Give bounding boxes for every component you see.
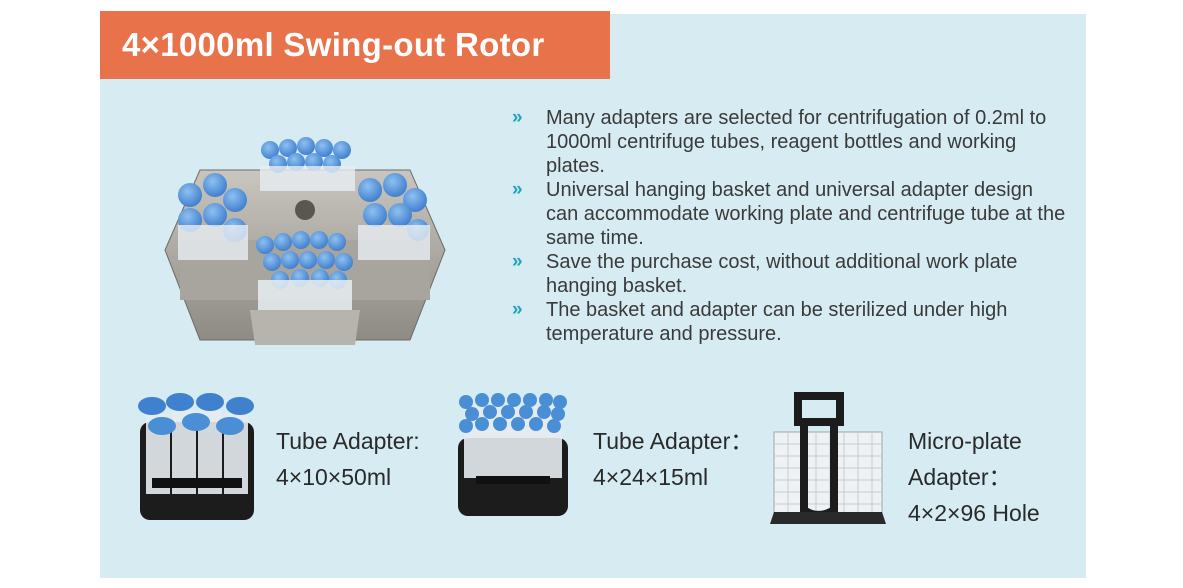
- feature-item: » Many adapters are selected for centrif…: [510, 106, 1070, 178]
- adapter-label-15ml: Tube Adapter： 4×24×15ml: [593, 423, 753, 495]
- adapter-name-line1: Micro-plate: [908, 428, 1022, 454]
- adapter-label-microplate: Micro-plate Adapter： 4×2×96 Hole: [908, 423, 1040, 531]
- adapter-spec: 4×24×15ml: [593, 464, 709, 490]
- adapter-spec: 4×10×50ml: [276, 464, 392, 490]
- tube-adapter-15ml-image: [458, 393, 568, 516]
- feature-text: Save the purchase cost, without addition…: [546, 251, 1018, 297]
- adapter-label-50ml: Tube Adapter: 4×10×50ml: [276, 423, 420, 495]
- tube-adapter-50ml-image: [138, 393, 254, 520]
- double-chevron-icon: »: [512, 299, 523, 320]
- microplate-adapter-image: [770, 392, 886, 524]
- rotor-image: [164, 137, 446, 345]
- feature-item: » Universal hanging basket and universal…: [510, 178, 1070, 250]
- adapter-name: Tube Adapter:: [276, 428, 420, 454]
- feature-text: The basket and adapter can be sterilized…: [546, 299, 1008, 345]
- feature-item: » Save the purchase cost, without additi…: [510, 250, 1070, 298]
- feature-list: » Many adapters are selected for centrif…: [510, 106, 1070, 346]
- double-chevron-icon: »: [512, 107, 523, 128]
- page-title: 4×1000ml Swing-out Rotor: [122, 26, 545, 63]
- double-chevron-icon: »: [512, 251, 523, 272]
- feature-text: Universal hanging basket and universal a…: [546, 179, 1066, 249]
- adapter-name: Tube Adapter：: [593, 428, 754, 454]
- double-chevron-icon: »: [512, 179, 523, 200]
- adapter-name-line2: Adapter：: [908, 464, 1012, 490]
- feature-text: Many adapters are selected for centrifug…: [546, 107, 1047, 177]
- title-banner: 4×1000ml Swing-out Rotor: [100, 11, 610, 79]
- adapter-spec: 4×2×96 Hole: [908, 500, 1040, 526]
- feature-item: » The basket and adapter can be steriliz…: [510, 298, 1070, 346]
